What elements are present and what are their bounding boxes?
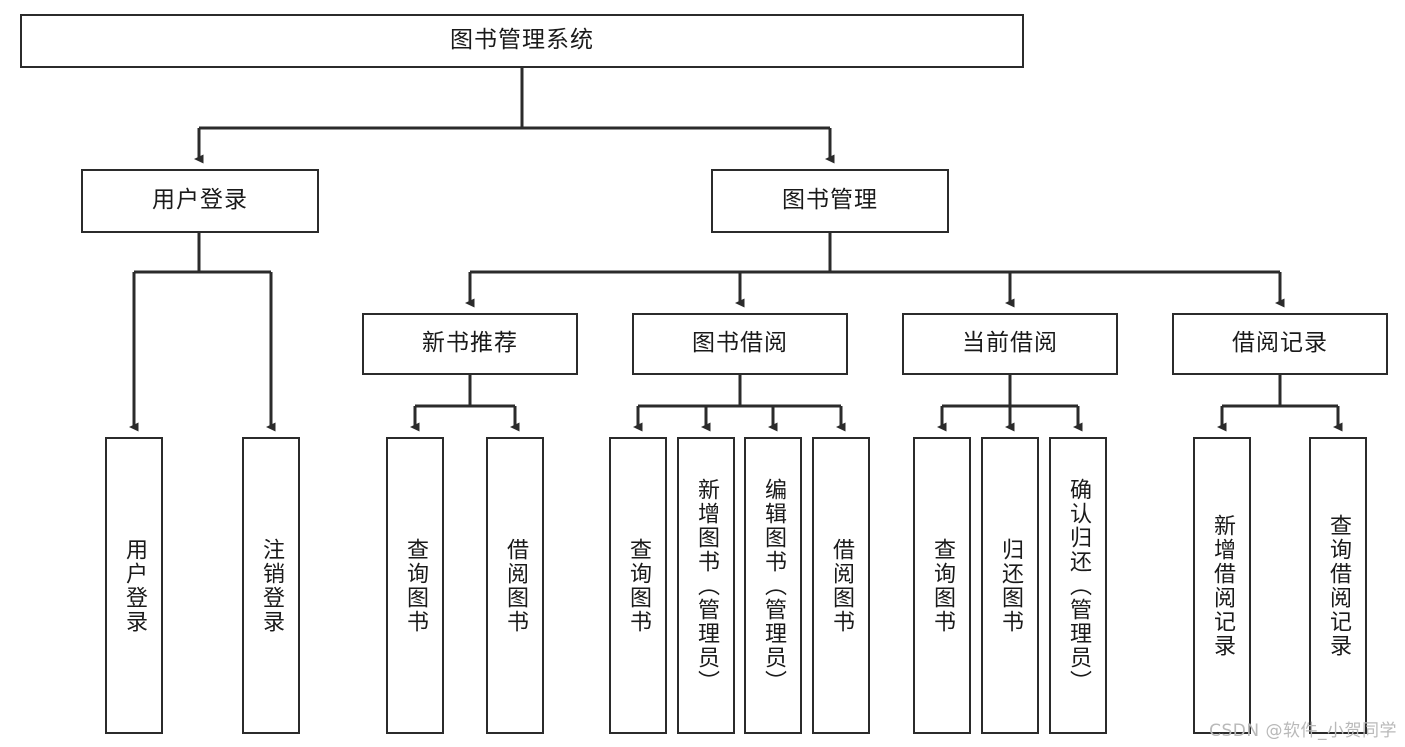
node-current-borrow-label: 当前借阅 bbox=[962, 330, 1058, 357]
node-leaf-add-book-label: 新增图书（管理员） bbox=[693, 477, 719, 694]
node-root[interactable]: 图书管理系统 bbox=[20, 14, 1024, 68]
node-leaf-logout[interactable]: 注销登录 bbox=[242, 437, 300, 734]
node-leaf-query-record-label: 查询借阅记录 bbox=[1325, 513, 1351, 658]
node-book-borrow-label: 图书借阅 bbox=[692, 330, 788, 357]
node-leaf-confirm-return[interactable]: 确认归还（管理员） bbox=[1049, 437, 1107, 734]
node-leaf-query-record[interactable]: 查询借阅记录 bbox=[1309, 437, 1367, 734]
node-book-management-label: 图书管理 bbox=[782, 187, 878, 214]
csdn-watermark: CSDN @软件_小贺同学 bbox=[1209, 721, 1397, 741]
node-new-book-recommend-label: 新书推荐 bbox=[422, 330, 518, 357]
node-leaf-add-record[interactable]: 新增借阅记录 bbox=[1193, 437, 1251, 734]
node-leaf-user-login[interactable]: 用户登录 bbox=[105, 437, 163, 734]
node-leaf-query-book-3[interactable]: 查询图书 bbox=[913, 437, 971, 734]
node-leaf-return-book[interactable]: 归还图书 bbox=[981, 437, 1039, 734]
node-borrow-record-label: 借阅记录 bbox=[1232, 330, 1328, 357]
node-leaf-borrow-book-2[interactable]: 借阅图书 bbox=[812, 437, 870, 734]
node-borrow-record[interactable]: 借阅记录 bbox=[1172, 313, 1388, 375]
node-leaf-edit-book[interactable]: 编辑图书（管理员） bbox=[744, 437, 802, 734]
node-leaf-query-book-2[interactable]: 查询图书 bbox=[609, 437, 667, 734]
node-leaf-confirm-return-label: 确认归还（管理员） bbox=[1065, 477, 1091, 694]
node-book-borrow[interactable]: 图书借阅 bbox=[632, 313, 848, 375]
node-leaf-query-book-1-label: 查询图书 bbox=[402, 537, 428, 634]
node-new-book-recommend[interactable]: 新书推荐 bbox=[362, 313, 578, 375]
node-leaf-user-login-label: 用户登录 bbox=[121, 537, 147, 634]
node-leaf-query-book-2-label: 查询图书 bbox=[625, 537, 651, 634]
node-leaf-add-book[interactable]: 新增图书（管理员） bbox=[677, 437, 735, 734]
node-user-login[interactable]: 用户登录 bbox=[81, 169, 319, 233]
node-leaf-borrow-book-1-label: 借阅图书 bbox=[502, 537, 528, 634]
node-book-management[interactable]: 图书管理 bbox=[711, 169, 949, 233]
node-leaf-logout-label: 注销登录 bbox=[258, 537, 284, 634]
node-leaf-return-book-label: 归还图书 bbox=[997, 537, 1023, 634]
node-leaf-query-book-1[interactable]: 查询图书 bbox=[386, 437, 444, 734]
node-root-label: 图书管理系统 bbox=[450, 27, 594, 54]
node-current-borrow[interactable]: 当前借阅 bbox=[902, 313, 1118, 375]
node-leaf-edit-book-label: 编辑图书（管理员） bbox=[760, 477, 786, 694]
node-user-login-label: 用户登录 bbox=[152, 187, 248, 214]
node-leaf-borrow-book-2-label: 借阅图书 bbox=[828, 537, 854, 634]
node-leaf-borrow-book-1[interactable]: 借阅图书 bbox=[486, 437, 544, 734]
node-leaf-query-book-3-label: 查询图书 bbox=[929, 537, 955, 634]
node-leaf-add-record-label: 新增借阅记录 bbox=[1209, 513, 1235, 658]
